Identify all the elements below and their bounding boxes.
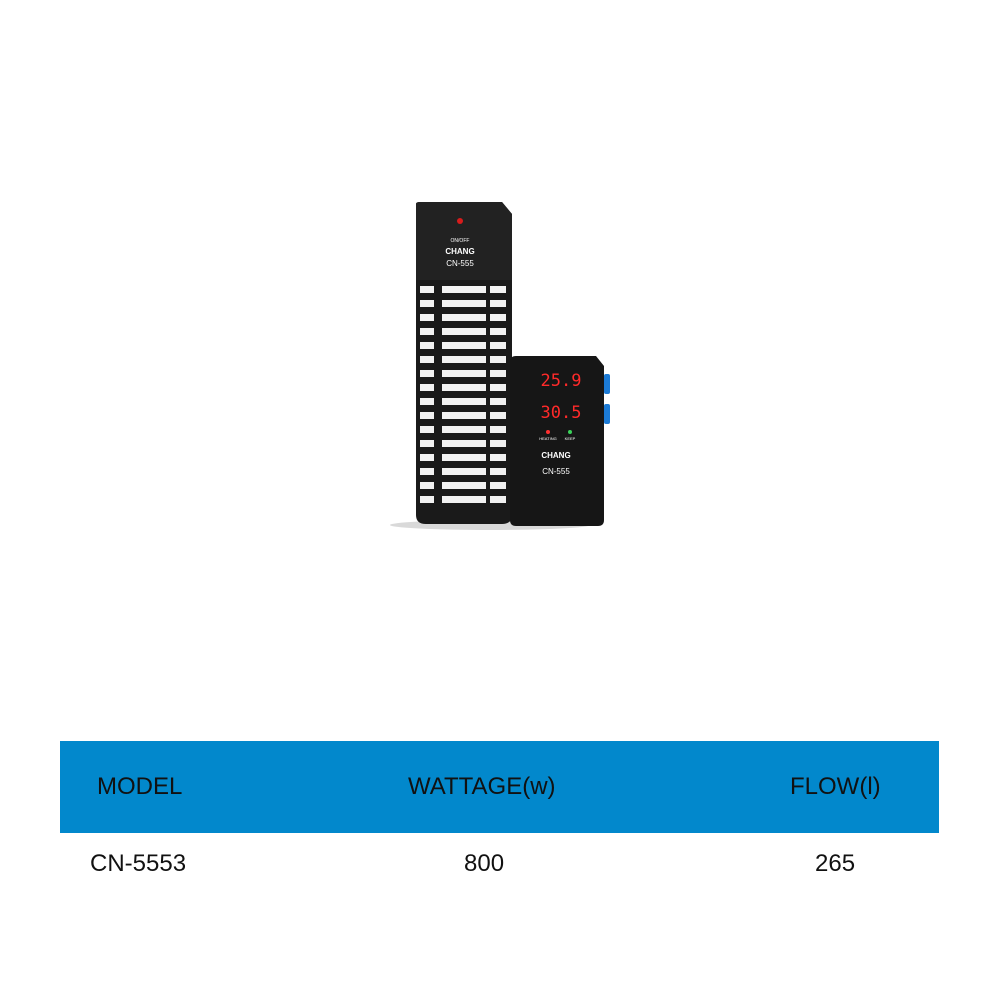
vent-slot — [490, 482, 506, 489]
vent-slot — [490, 370, 506, 377]
vent-slot — [420, 286, 434, 293]
header-flow: FLOW(l) — [790, 773, 881, 800]
vent-slot — [442, 454, 486, 461]
vent-slot — [490, 342, 506, 349]
heating-label: HEATING — [539, 436, 556, 441]
header-model: MODEL — [97, 773, 183, 800]
vent-slot — [420, 328, 434, 335]
vent-slot — [442, 440, 486, 447]
vent-slot — [442, 356, 486, 363]
heater-unit: ON/OFF CHANG CN-555 — [416, 202, 512, 524]
vent-slot — [442, 426, 486, 433]
vent-slot — [442, 314, 486, 321]
vent-slot — [490, 384, 506, 391]
vent-slot — [490, 286, 506, 293]
vent-slot — [490, 300, 506, 307]
vent-slot — [442, 286, 486, 293]
controller-unit: 25.9 30.5 HEATING KEEP CHANG CN-555 — [510, 356, 610, 526]
row-flow-value: 265 — [815, 850, 856, 877]
current-temp-display: 25.9 — [541, 371, 582, 391]
vent-slot — [442, 328, 486, 335]
product-image: ON/OFF CHANG CN-555 25.9 30.5 HEATING KE… — [380, 190, 620, 535]
spec-table-header — [60, 741, 939, 833]
power-led-icon — [457, 218, 463, 224]
heating-led-icon — [546, 430, 550, 434]
row-wattage-value: 800 — [464, 850, 505, 877]
vent-slot — [420, 342, 434, 349]
vent-slot — [420, 412, 434, 419]
vent-slot — [420, 454, 434, 461]
vent-slot — [490, 468, 506, 475]
vent-slot — [442, 370, 486, 377]
vent-slot — [420, 398, 434, 405]
controller-button-down[interactable] — [604, 404, 610, 424]
vent-slot — [490, 454, 506, 461]
vent-slot — [490, 398, 506, 405]
heater-vent-slots — [420, 286, 506, 503]
vent-slot — [442, 412, 486, 419]
vent-slot — [490, 440, 506, 447]
header-wattage: WATTAGE(w) — [408, 773, 556, 800]
vent-slot — [442, 300, 486, 307]
vent-slot — [490, 426, 506, 433]
row-model-value: CN-5553 — [90, 850, 187, 877]
controller-button-up[interactable] — [604, 374, 610, 394]
vent-slot — [420, 370, 434, 377]
vent-slot — [442, 496, 486, 503]
vent-slot — [442, 468, 486, 475]
vent-slot — [420, 468, 434, 475]
vent-slot — [420, 384, 434, 391]
keep-label: KEEP — [565, 436, 576, 441]
vent-slot — [420, 314, 434, 321]
set-temp-display: 30.5 — [541, 403, 582, 423]
vent-slot — [420, 440, 434, 447]
vent-slot — [490, 314, 506, 321]
vent-slot — [490, 328, 506, 335]
keep-led-icon — [568, 430, 572, 434]
vent-slot — [442, 342, 486, 349]
vent-slot — [442, 482, 486, 489]
vent-slot — [420, 426, 434, 433]
vent-slot — [490, 356, 506, 363]
vent-slot — [442, 384, 486, 391]
controller-logo: CHANG — [541, 451, 570, 460]
vent-slot — [490, 496, 506, 503]
heater-logo: CHANG — [445, 247, 474, 256]
vent-slot — [490, 412, 506, 419]
vent-slot — [420, 300, 434, 307]
vent-slot — [420, 356, 434, 363]
vent-slot — [420, 496, 434, 503]
vent-slot — [442, 398, 486, 405]
heater-model-label: CN-555 — [446, 259, 474, 268]
controller-model-label: CN-555 — [542, 467, 570, 476]
heater-switch-label: ON/OFF — [451, 238, 470, 244]
vent-slot — [420, 482, 434, 489]
